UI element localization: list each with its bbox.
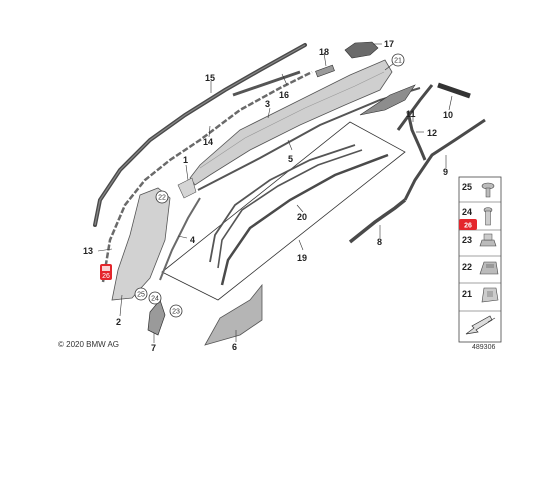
svg-text:23: 23	[172, 309, 180, 316]
clip-21-icon[interactable]	[481, 287, 499, 303]
callout-3: 3	[265, 99, 270, 109]
part-3-roof-trim[interactable]	[189, 59, 393, 186]
callout-21-circle: 21	[391, 53, 405, 67]
callout-15: 15	[205, 73, 215, 83]
part-11-trim[interactable]	[359, 84, 416, 116]
svg-text:26: 26	[102, 273, 110, 280]
part-12-strip[interactable]	[406, 111, 427, 161]
panel-label-22: 22	[462, 262, 472, 272]
callout-16: 16	[279, 90, 289, 100]
panel-label-25: 25	[462, 182, 472, 192]
callout-18: 18	[319, 47, 329, 57]
part-19-strip[interactable]	[220, 153, 389, 286]
part-14-strip[interactable]	[101, 70, 313, 283]
svg-text:22: 22	[158, 195, 166, 202]
panel-selected-26[interactable]: 26	[459, 219, 477, 230]
panel-label-23: 23	[462, 235, 472, 245]
callout-13: 13	[83, 246, 93, 256]
nut-icon[interactable]	[479, 233, 497, 247]
svg-text:24: 24	[151, 296, 159, 303]
part-20-strip[interactable]	[209, 144, 356, 263]
callout-20: 20	[297, 212, 307, 222]
callout-14: 14	[203, 137, 213, 147]
svg-text:21: 21	[394, 58, 402, 65]
diagram-code: 489306	[472, 344, 495, 351]
part-1-trim[interactable]	[177, 177, 197, 199]
callout-26-highlight[interactable]: 26	[100, 264, 112, 280]
callout-8: 8	[377, 237, 382, 247]
part-2-pillar[interactable]	[111, 187, 171, 301]
svg-text:25: 25	[137, 292, 145, 299]
part-8-strip[interactable]	[348, 198, 407, 244]
part-10-strip[interactable]	[437, 82, 471, 99]
callout-7: 7	[151, 343, 156, 353]
callout-4: 4	[190, 235, 195, 245]
part-9-strip[interactable]	[403, 118, 486, 201]
part-16-strip[interactable]	[232, 70, 301, 97]
part-7-bracket[interactable]	[147, 299, 166, 336]
clip-icon[interactable]	[479, 261, 499, 275]
callout-23-circle: 23	[169, 304, 183, 318]
part-11-strip[interactable]	[396, 84, 434, 131]
panel-label-21: 21	[462, 289, 472, 299]
panel-label-24: 24	[462, 207, 472, 217]
screw-icon[interactable]	[481, 182, 495, 198]
part-group-frame	[161, 121, 406, 301]
arrow-icon	[465, 315, 496, 335]
callout-11: 11	[406, 109, 416, 119]
svg-text:26: 26	[464, 223, 472, 230]
part-4-strip[interactable]	[159, 197, 201, 281]
copyright: © 2020 BMW AG	[58, 340, 119, 349]
callout-9: 9	[443, 167, 448, 177]
callout-19: 19	[297, 253, 307, 263]
hardware-panel: 25 24 26 23 22 21	[458, 176, 502, 343]
callout-22-circle: 22	[155, 190, 169, 204]
part-6-panel[interactable]	[204, 283, 263, 346]
callout-1: 1	[183, 155, 188, 165]
bolt-icon[interactable]	[483, 207, 493, 226]
callout-2: 2	[116, 317, 121, 327]
part-17-clip[interactable]	[344, 41, 379, 59]
callout-5: 5	[288, 154, 293, 164]
callout-10: 10	[443, 110, 453, 120]
callout-12: 12	[427, 128, 437, 138]
callout-25-circle: 25	[134, 287, 148, 301]
callout-17: 17	[384, 39, 394, 49]
callout-6: 6	[232, 342, 237, 352]
part-18-piece[interactable]	[315, 64, 335, 78]
callout-24-circle: 24	[148, 291, 162, 305]
